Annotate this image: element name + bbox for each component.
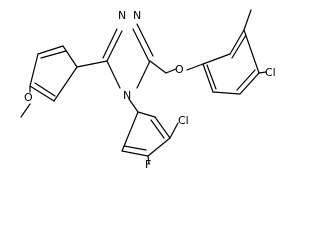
molecule-drawing: N N N O O Cl Cl F (20, 9, 276, 171)
fluoro-label: F (145, 158, 151, 171)
chloro-top-label: Cl (265, 66, 276, 79)
triazole-n1-label: N (118, 9, 126, 22)
structure-canvas: N N N O O Cl Cl F (20, 9, 276, 171)
ether-oxygen-label: O (175, 63, 184, 76)
methoxyphenyl-ring (20, 45, 108, 118)
chloro-bottom-label: Cl (178, 114, 189, 127)
chloro-fluorophenyl-ring (121, 98, 179, 164)
methoxy-oxygen-label: O (24, 91, 33, 104)
triazole-n2-label: N (133, 9, 141, 22)
chloro-methylphenyl-ring (202, 9, 267, 95)
triazole-ring (102, 23, 154, 89)
oxymethyl-linker (149, 60, 204, 74)
triazole-n4-label: N (123, 89, 131, 102)
